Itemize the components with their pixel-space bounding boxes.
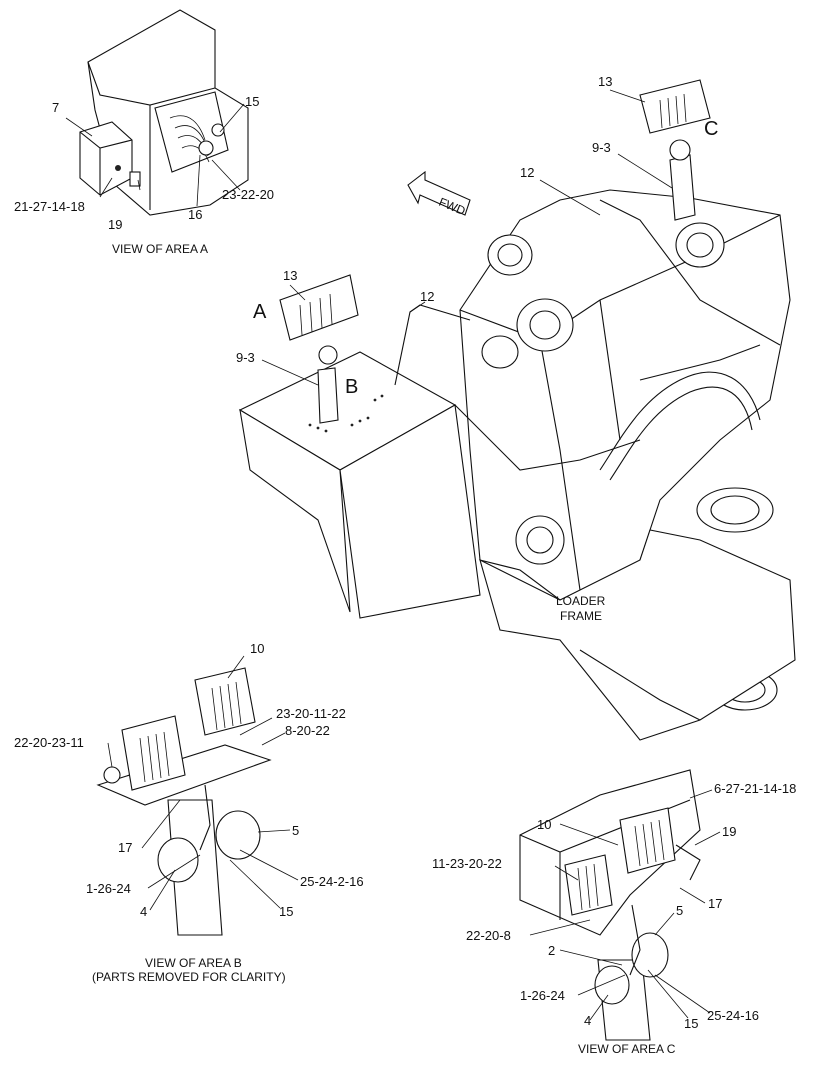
callout-25-24-16: 25-24-16 xyxy=(707,1008,759,1023)
callout-7: 7 xyxy=(52,100,59,115)
callout-16: 16 xyxy=(188,207,202,222)
callout-11-23-20-22: 11-23-20-22 xyxy=(432,856,502,871)
callout-13-c: 13 xyxy=(598,74,612,89)
callout-10: 10 xyxy=(250,641,264,656)
area-b-lamp-left xyxy=(121,715,186,791)
area-letter-c: C xyxy=(704,118,718,140)
callout-17-c: 17 xyxy=(708,896,722,911)
frame-label-line2: FRAME xyxy=(560,609,602,623)
callout-15-c: 15 xyxy=(684,1016,698,1031)
callout-4-c: 4 xyxy=(584,1013,591,1028)
area-letter-a: A xyxy=(253,301,267,323)
callout-10-c: 10 xyxy=(537,817,551,832)
callout-22-20-8: 22-20-8 xyxy=(466,928,511,943)
callout-19-c: 19 xyxy=(722,824,736,839)
callout-12-b: 12 xyxy=(420,289,434,304)
area-letter-b: B xyxy=(345,376,358,398)
callout-5: 5 xyxy=(292,823,299,838)
callout-21-27-14-18: 21-27-14-18 xyxy=(14,199,85,214)
area-a-side-lamp xyxy=(79,121,133,196)
callout-9-3-b: 9-3 xyxy=(236,350,255,365)
callout-1-26-24: 1-26-24 xyxy=(86,881,131,896)
callout-8-20-22: 8-20-22 xyxy=(285,723,330,738)
platform-bolts xyxy=(308,394,384,433)
callout-5-c: 5 xyxy=(676,903,683,918)
main-lamp-c xyxy=(639,79,711,221)
area-b-lamp-right xyxy=(194,667,256,736)
callout-25-24-2-16: 25-24-2-16 xyxy=(300,874,364,889)
callout-15: 15 xyxy=(245,94,259,109)
area-a-lamp xyxy=(154,91,229,173)
main-assembly: FWD 13 9-3 12 13 9-3 12 A B C LOADER FRA… xyxy=(236,74,796,741)
area-c-lamp-right xyxy=(619,807,676,874)
callout-19: 19 xyxy=(108,217,122,232)
view-area-b: 10 23-20-11-22 8-20-22 22-20-23-11 5 17 … xyxy=(14,641,364,984)
callout-17: 17 xyxy=(118,840,132,855)
callout-1-26-24-c: 1-26-24 xyxy=(520,988,565,1003)
view-area-c: 6-27-21-14-18 10 19 11-23-20-22 17 5 22-… xyxy=(432,769,796,1056)
fwd-arrow xyxy=(407,170,471,216)
callout-22-20-23-11: 22-20-23-11 xyxy=(14,735,84,750)
callout-9-3-c: 9-3 xyxy=(592,140,611,155)
frame-label-line1: LOADER xyxy=(556,594,606,608)
callout-13-a: 13 xyxy=(283,268,297,283)
callout-6-27-21-14-18: 6-27-21-14-18 xyxy=(714,781,796,796)
main-lamp-ab xyxy=(279,274,359,424)
callout-12-c: 12 xyxy=(520,165,534,180)
callout-2: 2 xyxy=(548,943,555,958)
view-b-caption-line2: (PARTS REMOVED FOR CLARITY) xyxy=(92,970,286,984)
callout-23-20-11-22: 23-20-11-22 xyxy=(276,706,346,721)
view-c-caption: VIEW OF AREA C xyxy=(578,1042,676,1056)
callout-15-b: 15 xyxy=(279,904,293,919)
view-a-caption: VIEW OF AREA A xyxy=(112,242,208,256)
callout-23-22-20: 23-22-20 xyxy=(222,187,274,202)
area-c-lamp-left xyxy=(564,854,613,916)
callout-4: 4 xyxy=(140,904,147,919)
view-area-a: 7 15 21-27-14-18 19 16 23-22-20 VIEW OF … xyxy=(14,9,274,256)
view-b-caption-line1: VIEW OF AREA B xyxy=(145,956,242,970)
